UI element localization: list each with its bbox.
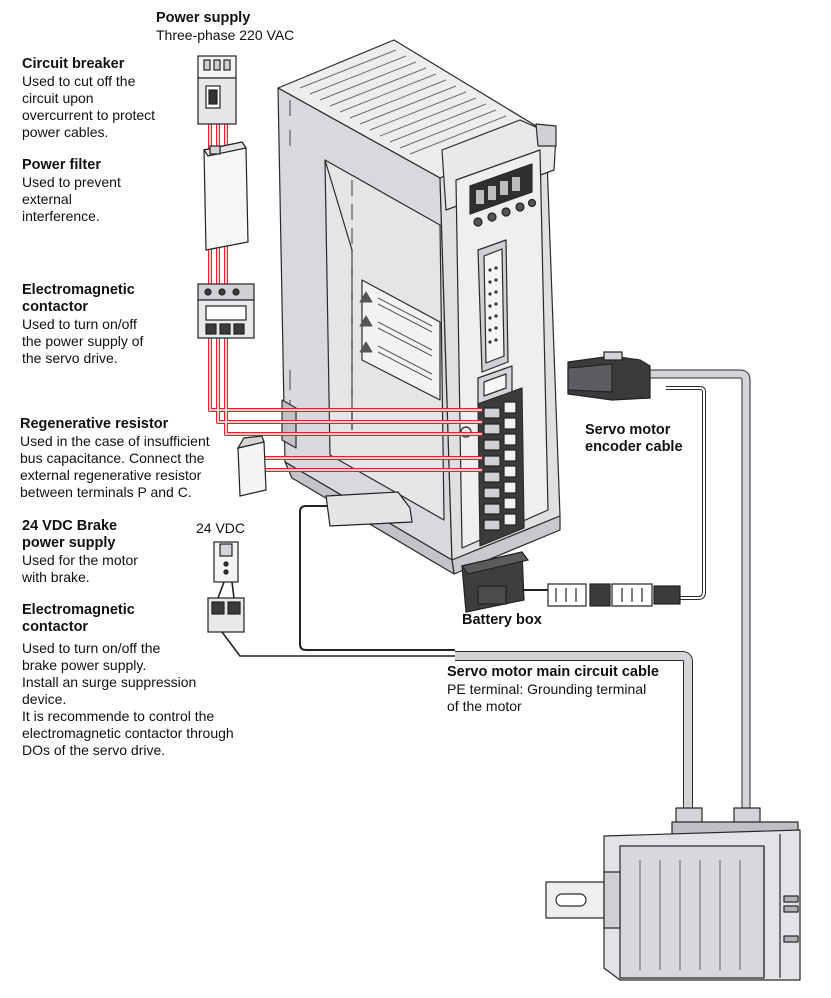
main-contactor [197,283,255,339]
brake-contactor-line: brake power supply. [22,657,147,673]
battery-box-label: Battery box [462,612,542,629]
main-cable-label: Servo motor main circuit cable PE termin… [447,664,659,715]
brake-contactor-title: contactor [22,619,89,635]
regen-resistor-line: bus capacitance. Connect the [20,450,205,466]
servo-drive [277,39,561,575]
power-filter-line: external [22,191,72,207]
dc-power-supply [213,541,239,583]
power-filter-line: interference. [22,208,100,224]
circuit-breaker-line: power cables. [22,124,109,140]
brake-contactor-label: Electromagnetic contactor Used to turn o… [22,602,234,759]
brake-contactor-line: It is recommende to control the [22,708,215,724]
power-filter [203,141,249,251]
main-cable-line: of the motor [447,698,522,714]
circuit-breaker-label: Circuit breaker Used to cut off the circ… [22,56,155,141]
main-contactor-line: Used to turn on/off [22,316,137,332]
power-supply-desc: Three-phase 220 VAC [156,27,295,43]
main-contactor-label: Electromagnetic contactor Used to turn o… [22,282,143,367]
battery-box-title: Battery box [462,612,542,628]
main-contactor-title: Electromagnetic [22,282,135,298]
regen-resistor-line: external regenerative resistor [20,467,202,483]
regen-resistor-line: Used in the case of insufficient [20,433,210,449]
main-cable-title: Servo motor main circuit cable [447,664,659,680]
main-contactor-title: contactor [22,299,89,315]
brake-supply-title: power supply [22,535,116,551]
brake-voltage-label: 24 VDC [196,520,245,537]
servo-motor [545,807,801,981]
brake-contactor [207,597,245,633]
brake-contactor-line: DOs of the servo drive. [22,742,166,758]
power-filter-line: Used to prevent [22,174,121,190]
encoder-cable-title: Servo motor [585,422,671,438]
circuit-breaker-line: overcurrent to protect [22,107,156,123]
brake-contactor-line: device. [22,691,67,707]
encoder-cable-label: Servo motor encoder cable [585,422,683,456]
main-contactor-line: the servo drive. [22,350,118,366]
encoder-connector [567,351,651,401]
brake-wires [217,581,455,657]
regen-resistor-line: between terminals P and C. [20,484,192,500]
regen-resistor-label: Regenerative resistor Used in the case o… [20,416,210,501]
brake-supply-line: Used for the motor [22,552,138,568]
circuit-breaker-line: Used to cut off the [22,73,136,89]
encoder-cable-title: encoder cable [585,439,683,455]
brake-contactor-title: Electromagnetic [22,602,135,618]
brake-contactor-line: electromagnetic contactor through [22,725,234,741]
power-supply-title: Power supply [156,10,251,26]
power-filter-title: Power filter [22,157,101,173]
power-supply-label: Power supply Three-phase 220 VAC [156,10,294,44]
brake-voltage: 24 VDC [196,520,246,536]
circuit-breaker-title: Circuit breaker [22,56,125,72]
main-cable-flange [325,491,413,527]
brake-supply-line: with brake. [22,569,90,585]
brake-supply-label: 24 VDC Brake power supply Used for the m… [22,518,138,586]
main-cable-line: PE terminal: Grounding terminal [447,681,647,697]
battery-cable-connector [522,583,681,607]
regen-resistor-title: Regenerative resistor [20,416,169,432]
battery-box [460,551,530,613]
regenerative-resistor [236,435,267,497]
brake-contactor-line: Used to turn on/off the [22,640,161,656]
circuit-breaker-line: circuit upon [22,90,94,106]
circuit-breaker [197,55,237,125]
brake-supply-title: 24 VDC Brake [22,518,118,534]
main-contactor-line: the power supply of [22,333,144,349]
main-circuit-cable [299,505,693,808]
encoder-cable [650,369,751,808]
power-filter-label: Power filter Used to prevent external in… [22,157,121,225]
brake-contactor-line: Install an surge suppression [22,674,197,690]
